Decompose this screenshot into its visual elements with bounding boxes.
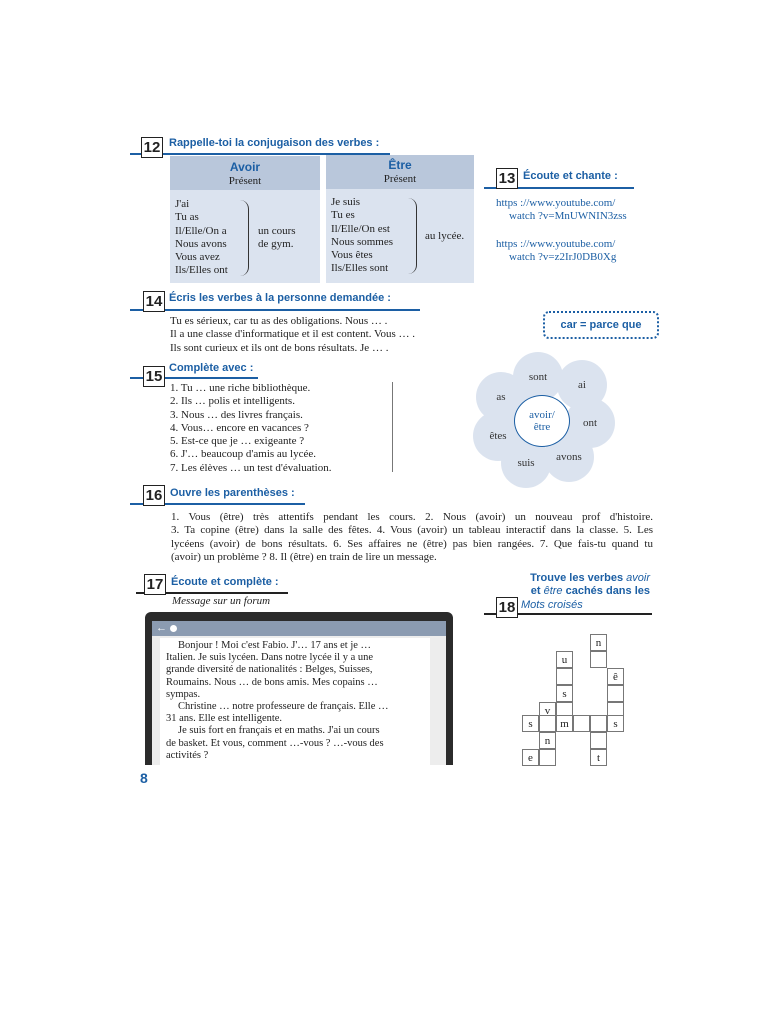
ex13-title: Écoute et chante : [523,170,618,182]
ex14-number: 14 [143,291,165,312]
ex18-number: 18 [496,597,518,618]
etre-forms: Je suis Tu es Il/Elle/On est Nous sommes… [331,196,393,276]
avoir-form: Nous avons [175,237,227,250]
crossword-cell[interactable] [556,668,573,685]
flower-center: avoir/ être [514,395,570,447]
ex14-line: Il a une classe d'informatique et il est… [170,328,416,341]
crossword-cell[interactable]: s [522,715,539,732]
ex14-line: Tu es sérieux, car tu as des obligations… [170,315,388,327]
avoir-form: Tu as [175,211,199,224]
crossword-cell[interactable]: n [590,634,607,651]
ex15-item: 7. Les élèves … un test d'évaluation. [170,461,332,474]
youtube-link-2[interactable]: https ://www.youtube.com/ watch ?v=z2IrJ… [496,238,617,264]
etre-header [326,155,474,189]
crossword-cell[interactable]: u [556,651,573,668]
etre-form: Ils/Elles sont [331,262,389,275]
avoir-form: Il/Elle/On a [175,224,227,237]
crossword-cell[interactable]: s [556,685,573,702]
ex13-rule [484,187,634,189]
back-arrow-icon[interactable]: ← [156,622,167,634]
ex16-number: 16 [143,485,165,506]
ex15-item: 4. Vous… encore en vacances ? [170,421,309,434]
ex12-rule [130,153,390,155]
ex12-title: Rappelle-toi la conjugaison des verbes : [169,137,380,149]
ex16-rule [130,503,305,505]
crossword-cell[interactable]: m [556,715,573,732]
ex17-title: Écoute et complète : [171,576,279,588]
ex18-title: Trouve les verbes avoir et être cachés d… [530,572,650,597]
etre-form: Nous sommes [331,235,394,248]
etre-brace [408,198,417,274]
etre-form: Je suis [331,196,361,208]
crossword-cell[interactable] [590,651,607,668]
crossword-cell[interactable]: ê [607,668,624,685]
ex14-line: Ils sont curieux et ils ont de bons résu… [170,341,389,354]
crossword-cell[interactable] [590,732,607,749]
crossword-cell[interactable]: n [539,732,556,749]
ex15-items: 1. Tu … une riche bibliothèque. 2. Ils …… [170,382,331,475]
etre-verb: Être [388,158,412,172]
etre-form: Il/Elle/On est [331,222,390,235]
crossword-cell[interactable] [539,749,556,766]
petal-avons: avons [544,432,594,482]
ex18-subtitle: Mots croisés [521,599,583,611]
ex15-item: 1. Tu … une riche bibliothèque. [170,382,311,394]
crossword-cell[interactable]: e [522,749,539,766]
ex15-item: 3. Nous … des livres français. [170,408,303,421]
avoir-form: Ils/Elles ont [175,264,228,277]
ex15-item: 5. Est-ce que je … exigeante ? [170,435,305,448]
ex14-rule [130,309,420,311]
crossword-cell[interactable]: s [607,715,624,732]
etre-tense: Présent [383,173,417,185]
car-note: car = parce que [543,311,659,339]
ex15-divider [392,382,394,472]
crossword-cell[interactable] [607,685,624,702]
youtube-link-1[interactable]: https ://www.youtube.com/ watch ?v=MnUWN… [496,197,627,223]
etre-complement: au lycée. [425,230,465,242]
ex13-number: 13 [496,168,518,189]
avoir-form: J'ai [175,198,190,210]
avoir-complement: un cours de gym. [258,225,296,251]
avoir-tense: Présent [228,175,262,187]
avoir-forms: J'ai Tu as Il/Elle/On a Nous avons Vous … [175,198,228,278]
ex15-number: 15 [143,366,165,387]
avoir-form: Vous avez [175,251,220,264]
browser-toolbar [152,621,446,636]
ex18-rule [484,613,652,615]
etre-form: Vous êtes [331,249,373,262]
ex16-title: Ouvre les parenthèses : [170,487,295,499]
avoir-header [170,156,320,190]
ex17-subtitle: Message sur un forum [172,595,271,607]
crossword-cell[interactable] [590,715,607,732]
crossword-cell[interactable] [539,715,556,732]
crossword-cell[interactable]: t [590,749,607,766]
avoir-brace [240,200,249,276]
crossword-cell[interactable] [573,715,590,732]
ex17-rule [136,592,288,594]
page-number: 8 [140,770,148,786]
ex15-item: 6. J'… beaucoup d'amis au lycée. [170,448,317,461]
etre-form: Tu es [331,209,355,222]
ex14-lines: Tu es sérieux, car tu as des obligations… [170,315,415,355]
message-panel [160,638,430,765]
ex15-rule [130,377,258,379]
ex15-item: 2. Ils … polis et intelligents. [170,395,295,408]
ex12-number: 12 [141,137,163,158]
ex16-lines: 1. Vous (être) très attentifs pendant le… [171,511,653,563]
ex14-title: Écris les verbes à la personne demandée … [169,292,391,304]
avoir-verb: Avoir [229,160,261,174]
ex15-title: Complète avec : [169,362,254,374]
ex17-number: 17 [144,574,166,595]
forum-message: Bonjour ! Moi c'est Fabio. J'… 17 ans et… [166,640,389,761]
browser-dot-icon [170,625,177,632]
